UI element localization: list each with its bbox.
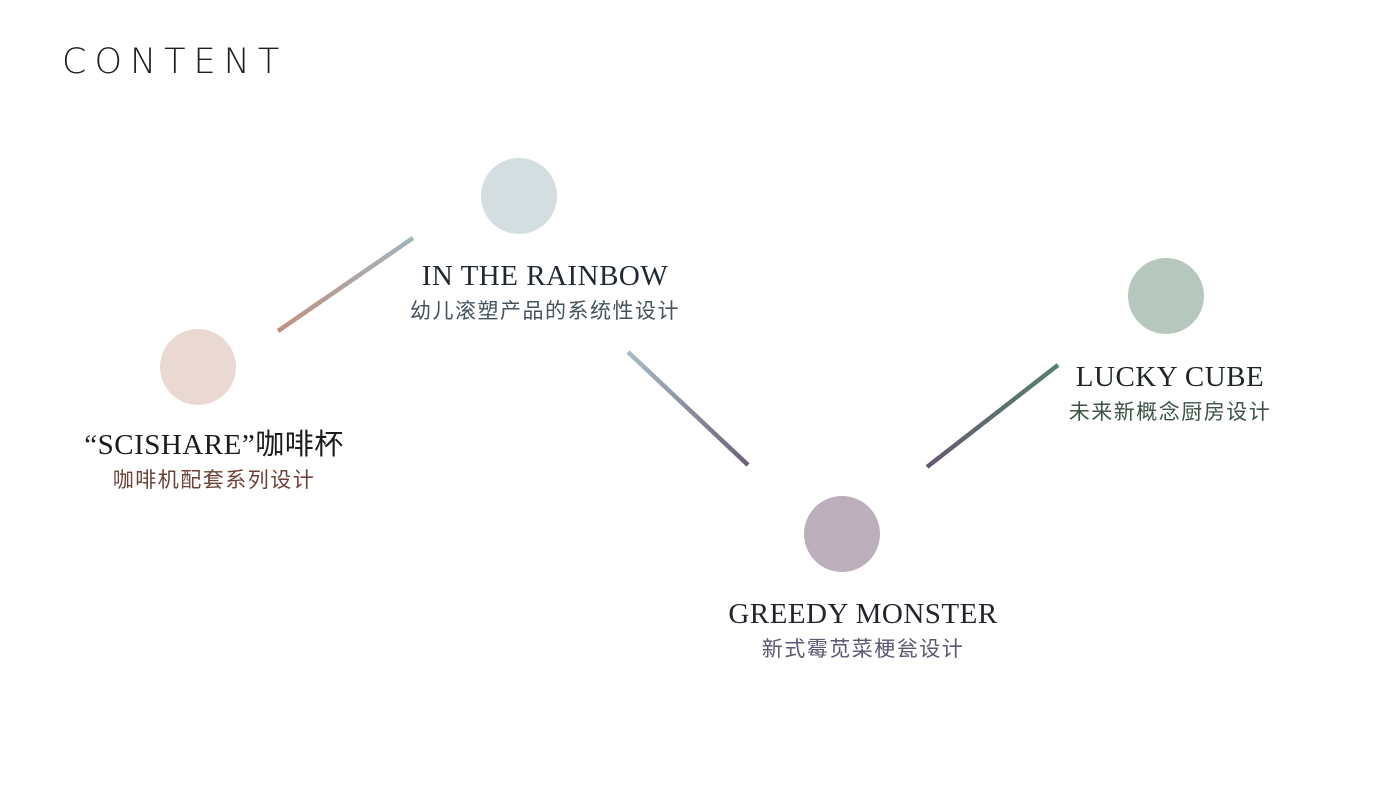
item-subtitle-scishare: 咖啡机配套系列设计 (112, 469, 316, 493)
connector-line-rainbow-greedy (626, 350, 750, 467)
toc-item-scishare: “SCISHARE”咖啡杯 咖啡机配套系列设计 (84, 429, 343, 494)
item-subtitle-in-the-rainbow: 幼儿滚塑产品的系统性设计 (410, 300, 680, 324)
connector-line-greedy-lucky (925, 363, 1060, 469)
item-title-in-the-rainbow: IN THE RAINBOW (421, 260, 669, 292)
node-circle-scishare (160, 329, 236, 405)
toc-item-lucky-cube: LUCKY CUBE 未来新概念厨房设计 (1069, 361, 1272, 426)
item-title-lucky-cube: LUCKY CUBE (1075, 361, 1265, 393)
node-circle-in-the-rainbow (481, 158, 557, 234)
item-title-scishare: “SCISHARE”咖啡杯 (84, 429, 344, 461)
node-circle-lucky-cube (1128, 258, 1204, 334)
toc-item-greedy-monster: GREEDY MONSTER 新式霉苋菜梗瓮设计 (728, 598, 997, 663)
item-subtitle-greedy-monster: 新式霉苋菜梗瓮设计 (761, 638, 965, 662)
page-title: CONTENT (62, 42, 288, 82)
connector-line-scishare-rainbow (276, 236, 415, 333)
node-circle-greedy-monster (804, 496, 880, 572)
toc-item-in-the-rainbow: IN THE RAINBOW 幼儿滚塑产品的系统性设计 (410, 260, 680, 325)
item-title-greedy-monster: GREEDY MONSTER (728, 598, 998, 630)
item-subtitle-lucky-cube: 未来新概念厨房设计 (1068, 401, 1272, 425)
